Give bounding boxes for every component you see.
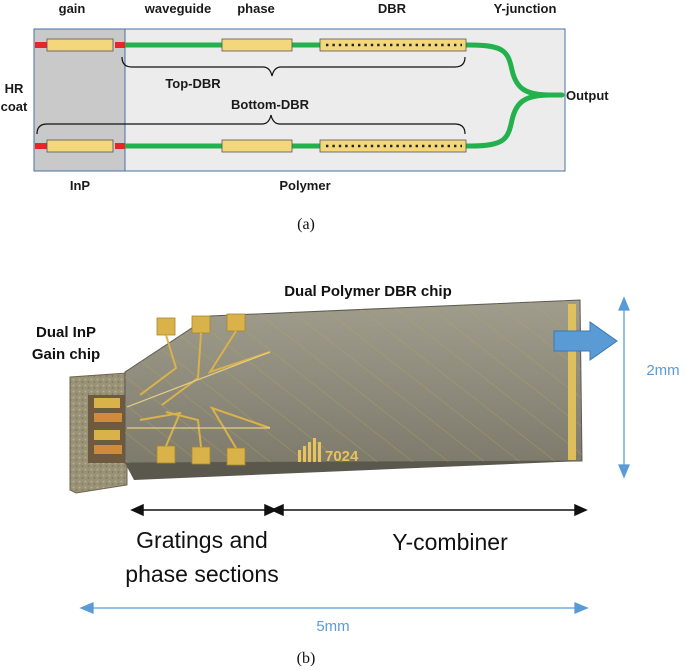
gain-label: gain	[59, 1, 86, 16]
output-edge-stripe	[568, 304, 576, 460]
interface-top	[115, 42, 125, 48]
inp-pad-3	[94, 430, 120, 440]
interface-bottom	[115, 143, 125, 149]
section-arrow-right	[270, 503, 588, 517]
gain-pad-top	[46, 38, 114, 52]
top-dbr-label: Top-DBR	[165, 76, 221, 91]
caption-b: (b)	[297, 650, 316, 667]
output-label: Output	[566, 88, 609, 103]
inp-label: InP	[70, 178, 91, 193]
length-dimension-arrow	[79, 602, 589, 614]
inp-pad-4	[94, 445, 122, 454]
y-junction-label: Y-junction	[494, 1, 557, 16]
hr-coat-label-2: coat	[1, 99, 28, 114]
electrode-traces	[139, 330, 271, 449]
bottom-dbr-label: Bottom-DBR	[231, 97, 310, 112]
phase-label: phase	[237, 1, 275, 16]
top-dbr-brace	[121, 56, 466, 77]
hr-coat-bottom	[35, 143, 47, 149]
polymer-chip-hatch	[125, 300, 582, 463]
height-dimension-arrow	[618, 296, 630, 479]
gratings-phase-label-1: Gratings and	[136, 527, 268, 553]
hr-coat-top	[35, 42, 47, 48]
chip-logo-icon	[298, 438, 321, 462]
chip-photo: Dual Polymer DBR chip Dual InP Gain chip	[32, 283, 680, 667]
caption-a: (a)	[297, 216, 315, 233]
dbr-label: DBR	[378, 1, 407, 16]
phase-pad-bottom	[221, 139, 293, 153]
phase-pad-top	[221, 38, 293, 52]
inp-pad-2	[94, 413, 122, 422]
waveguide-traces	[126, 351, 271, 429]
length-dimension-label: 5mm	[316, 618, 349, 635]
output-arrow-icon	[553, 321, 618, 361]
inp-pad-1	[94, 398, 120, 408]
schematic-diagram: gain waveguide phase DBR Y-junction	[1, 1, 610, 233]
dbr-pad-bottom	[319, 139, 467, 153]
gain-pad-bottom	[46, 139, 114, 153]
gain-chip-label-1: Dual InP	[36, 324, 96, 341]
gain-chip-label-2: Gain chip	[32, 346, 100, 363]
gratings-phase-label-2: phase sections	[125, 561, 278, 587]
height-dimension-label: 2mm	[646, 362, 679, 379]
polymer-label: Polymer	[279, 178, 330, 193]
section-arrow-left	[130, 503, 278, 517]
dbr-pad-top	[319, 38, 467, 52]
y-combiner-label: Y-combiner	[392, 529, 508, 555]
bottom-dbr-brace	[36, 114, 466, 135]
chip-mark: 7024	[325, 448, 359, 465]
gold-pads	[156, 313, 246, 466]
waveguide-label: waveguide	[144, 1, 211, 16]
hr-coat-label-1: HR	[5, 81, 24, 96]
chip-title: Dual Polymer DBR chip	[284, 283, 452, 300]
